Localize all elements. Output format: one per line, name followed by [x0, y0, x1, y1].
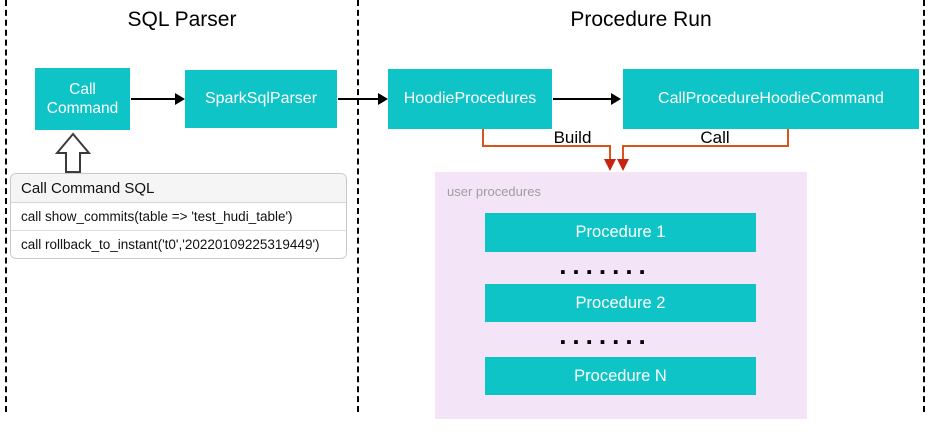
- arrow-line-callcommand-to-parser: [131, 98, 176, 100]
- user-procedures-panel: user procedures Procedure 1 ....... Proc…: [435, 172, 807, 419]
- arrowhead-right-icon: [611, 93, 621, 105]
- node-procedure-2: Procedure 2: [485, 284, 756, 322]
- ellipsis-dots: .......: [559, 258, 652, 280]
- node-procedure-n: Procedure N: [485, 357, 756, 395]
- arrowhead-down-icon: [617, 159, 629, 171]
- dashed-border-middle: [357, 0, 359, 412]
- arrowhead-down-icon: [604, 159, 616, 171]
- user-procedures-label: user procedures: [447, 184, 541, 199]
- node-procedure-1: Procedure 1: [485, 213, 756, 252]
- arrowhead-right-icon: [175, 93, 185, 105]
- dashed-border-left: [5, 0, 7, 412]
- arrowhead-right-icon: [378, 93, 388, 105]
- sql-card-header: Call Command SQL: [11, 174, 346, 203]
- section-title-sql-parser: SQL Parser: [127, 8, 237, 31]
- up-block-arrow-icon: [55, 132, 91, 173]
- sql-row-show-commits: call show_commits(table => 'test_hudi_ta…: [11, 203, 346, 231]
- arrow-line-parser-to-hoodieprocedures: [338, 98, 379, 100]
- call-connector-segment: [622, 145, 624, 161]
- call-edge-label: Call: [700, 128, 730, 147]
- call-connector-segment: [623, 145, 789, 147]
- node-call-command: Call Command: [35, 68, 130, 130]
- call-connector-segment: [787, 129, 789, 147]
- dashed-border-right: [923, 0, 925, 412]
- ellipsis-dots: .......: [559, 328, 652, 350]
- arrow-line-hoodieprocedures-to-command: [553, 98, 612, 100]
- call-command-sql-card: Call Command SQL call show_commits(table…: [10, 173, 347, 259]
- build-connector-segment: [609, 145, 611, 161]
- build-connector-segment: [482, 145, 611, 147]
- build-edge-label: Build: [553, 128, 592, 147]
- node-spark-sql-parser: SparkSqlParser: [185, 70, 337, 128]
- node-call-procedure-hoodie-command: CallProcedureHoodieCommand: [623, 69, 919, 129]
- node-hoodie-procedures: HoodieProcedures: [388, 69, 552, 129]
- build-connector-segment: [482, 129, 484, 147]
- section-title-procedure-run: Procedure Run: [570, 8, 712, 31]
- sql-row-rollback-to-instant: call rollback_to_instant('t0','202201092…: [11, 231, 346, 258]
